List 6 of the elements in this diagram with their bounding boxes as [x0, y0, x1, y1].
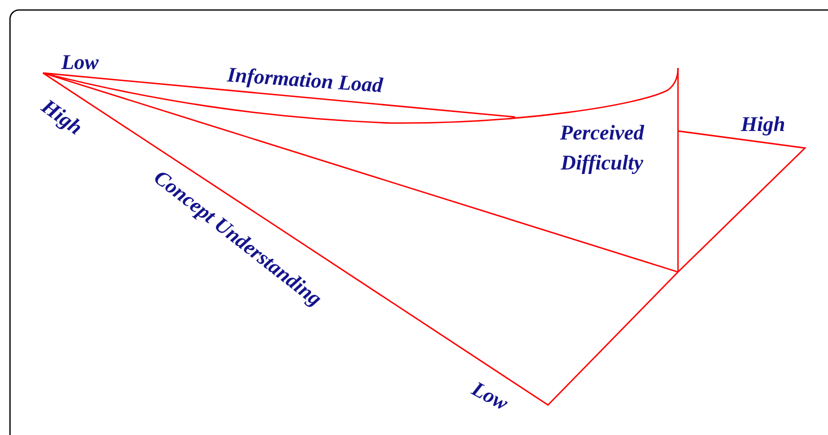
- axis-label: Low: [466, 375, 514, 418]
- axis-label: Information Load: [226, 61, 384, 100]
- axis-label: Perceived Difficulty: [559, 120, 646, 177]
- axis-label: Low: [61, 48, 99, 76]
- axis-label: High: [36, 93, 88, 142]
- axis-label: High: [740, 110, 786, 138]
